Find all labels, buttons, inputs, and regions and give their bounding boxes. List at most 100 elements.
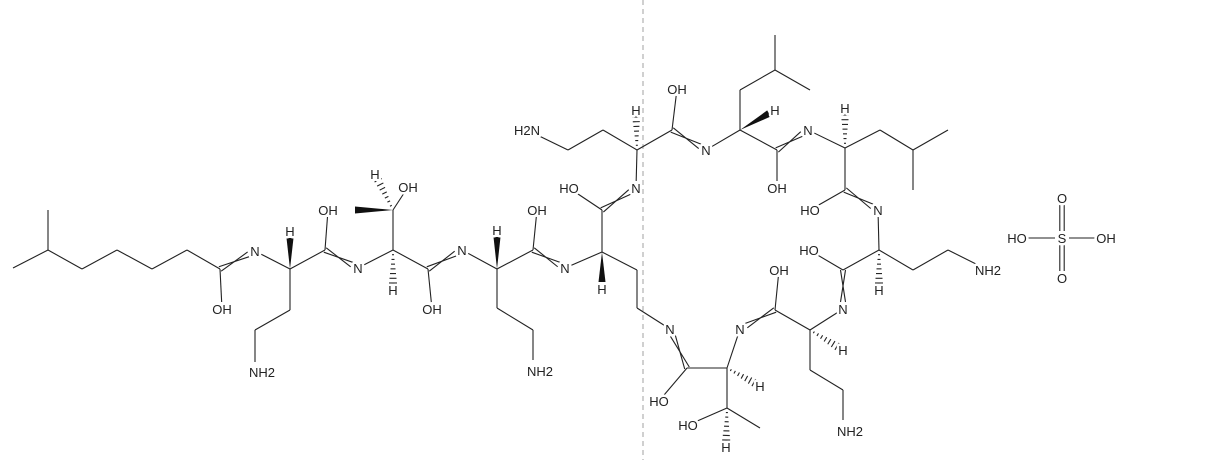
atom-label-n: N (457, 243, 466, 258)
single-bond (116, 249, 153, 270)
single-bond (774, 309, 811, 331)
double-bond (744, 307, 777, 329)
atom-label-o: O (1057, 191, 1067, 206)
atom-label-h: H (597, 282, 606, 297)
single-bond (260, 253, 291, 270)
single-bond (601, 251, 638, 271)
atom-label-n: N (735, 322, 744, 337)
atom-label-n: N (665, 322, 674, 337)
hash-bond (875, 254, 883, 284)
single-bond (912, 129, 949, 151)
wedge-bond (286, 238, 294, 269)
single-bond (739, 129, 778, 151)
hash-bond (632, 116, 641, 146)
atom-label-h: H (770, 103, 779, 118)
atom-label-nh2: NH2 (249, 365, 275, 380)
single-bond (636, 307, 665, 326)
atom-label-ho: HO (649, 394, 669, 409)
atom-label-h: H (874, 283, 883, 298)
atom-label-n: N (803, 123, 812, 138)
single-bond (844, 129, 881, 149)
single-bond (711, 129, 741, 147)
atom-label-h2n: H2N (514, 123, 540, 138)
single-bond (151, 249, 188, 270)
atom-label-h: H (755, 379, 764, 394)
atom-label-ho: HO (800, 203, 820, 218)
atom-label-oh: OH (527, 203, 547, 218)
single-bond (671, 95, 677, 131)
single-bond (635, 149, 638, 182)
single-bond (726, 335, 739, 369)
wedge-bond (493, 237, 501, 269)
single-bond (392, 192, 405, 211)
single-bond (739, 69, 776, 91)
single-bond (12, 249, 49, 269)
atom-label-n: N (701, 143, 710, 158)
wedge-bond (740, 110, 771, 130)
single-bond (809, 312, 838, 331)
atom-label-ho: HO (559, 181, 579, 196)
single-bond (571, 251, 603, 266)
double-bond (1059, 205, 1065, 231)
atom-label-h: H (370, 167, 379, 182)
single-bond (726, 407, 761, 429)
double-bond (531, 247, 561, 268)
single-bond (814, 253, 844, 271)
single-bond (533, 132, 569, 151)
atom-label-nh2: NH2 (837, 424, 863, 439)
single-bond (289, 249, 326, 270)
single-bond (427, 268, 432, 303)
single-bond (602, 129, 638, 151)
atom-label-oh: OH (767, 181, 787, 196)
atom-label-oh: OH (422, 302, 442, 317)
hash-bond (722, 411, 731, 441)
double-bond (843, 187, 874, 209)
atom-label-n: N (560, 261, 569, 276)
single-bond (496, 249, 534, 270)
single-bond (574, 191, 603, 211)
atom-label-h: H (285, 224, 294, 239)
single-bond (219, 268, 223, 303)
single-bond (47, 249, 83, 270)
atom-label-h: H (838, 343, 847, 358)
atom-label-oh: OH (1096, 231, 1116, 246)
atom-label-nh2: NH2 (527, 364, 553, 379)
single-bond (324, 216, 329, 251)
atom-label-h: H (492, 223, 501, 238)
double-bond (775, 131, 804, 153)
single-bond (879, 129, 914, 151)
single-bond (842, 249, 880, 271)
atom-label-ho: HO (799, 243, 819, 258)
atom-label-oh: OH (667, 82, 687, 97)
atom-label-oh: OH (212, 302, 232, 317)
double-bond (218, 251, 251, 272)
hash-bond (729, 368, 757, 387)
hash-bond (374, 177, 393, 207)
double-bond (839, 269, 847, 303)
single-bond (254, 309, 291, 331)
single-bond (467, 252, 498, 270)
atom-label-oh: OH (398, 180, 418, 195)
atom-label-h: H (388, 283, 397, 298)
double-bond (1059, 245, 1065, 271)
double-bond (426, 250, 458, 272)
hash-bond (812, 331, 840, 351)
single-bond (774, 276, 779, 311)
single-bond (186, 249, 221, 270)
atom-label-n: N (873, 203, 882, 218)
atom-label-n: N (838, 302, 847, 317)
hash-bond (389, 254, 397, 284)
single-bond (567, 129, 604, 151)
single-bond (809, 369, 844, 391)
single-bond (877, 216, 880, 251)
single-bond (815, 189, 846, 208)
single-bond (636, 129, 673, 151)
atom-label-h: H (631, 103, 640, 118)
single-bond (774, 69, 811, 91)
double-bond (600, 189, 632, 213)
single-bond (392, 249, 429, 270)
bonds-layer (12, 35, 1099, 441)
single-bond (814, 132, 846, 149)
